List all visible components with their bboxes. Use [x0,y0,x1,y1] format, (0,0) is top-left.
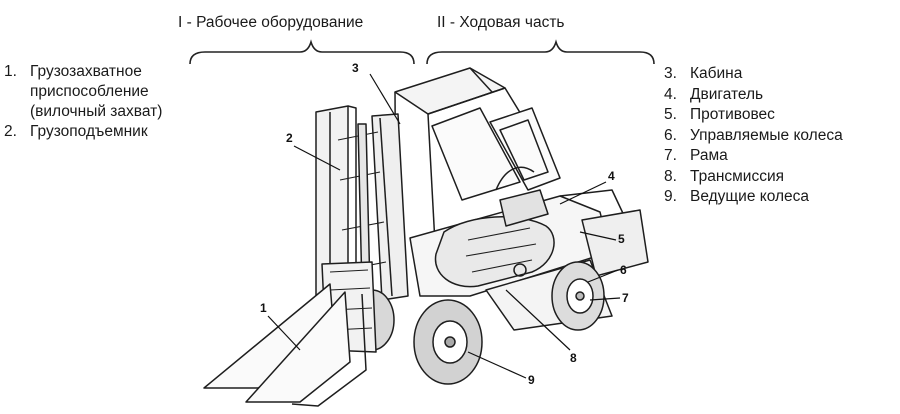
legend-item-1: 1. Грузозахватное [4,62,162,82]
forklift-illustration [203,67,649,407]
callout-lines [267,73,621,379]
legend-item-2: 2. Грузоподъемник [4,122,162,142]
legend-item-8: 8. Трансмиссия [664,167,843,188]
legend-label: Двигатель [690,85,764,103]
legend-label-cont: (вилочный захват) [30,103,163,120]
legend-num: 5. [664,106,677,123]
legend-item-3: 3. Кабина [664,64,843,85]
legend-label: Ведущие колеса [690,188,810,205]
callout-7: 7 [622,291,629,305]
legend-item-6: 6. Управляемые колеса [664,126,843,147]
legend-num: 6. [664,126,677,144]
legend-num: 4. [664,85,677,103]
callout-9: 9 [528,373,535,387]
brace-working-equipment [189,39,415,65]
legend-num: 1. [4,63,17,80]
callout-5: 5 [618,232,625,246]
legend-num: 8. [664,167,677,185]
legend-label: Кабина [690,65,743,82]
legend-label: Грузоподъемник [30,123,148,140]
legend-label-cont: приспособление [30,83,149,100]
brace-chassis [426,39,655,65]
legend-item-4: 4. Двигатель [664,85,843,106]
legend-label: Грузозахватное [30,63,142,80]
callout-4: 4 [608,169,615,183]
legend-label: Управляемые колеса [690,126,843,144]
legend-num: 9. [664,188,677,205]
legend-left: 1. Грузозахватное приспособление (вилочн… [4,62,162,142]
legend-num: 7. [664,147,677,164]
callout-6: 6 [620,263,627,277]
legend-label: Рама [690,147,728,164]
legend-num: 2. [4,123,17,140]
legend-item-7: 7. Рама [664,146,843,167]
callout-8: 8 [570,351,577,365]
header-chassis: II - Ходовая часть [437,14,565,31]
callout-2: 2 [286,131,293,145]
legend-num: 3. [664,65,677,82]
legend-right: 3. Кабина 4. Двигатель 5. Противовес 6. Упра… [664,64,843,208]
legend-label: Противовес [690,106,775,123]
legend-item-9: 9. Ведущие колеса [664,187,843,208]
legend-label: Трансмиссия [690,167,785,185]
callout-1: 1 [260,301,267,315]
legend-item-5: 5. Противовес [664,105,843,126]
header-working-equipment: I - Рабочее оборудование [178,14,364,31]
callout-3: 3 [352,61,359,75]
